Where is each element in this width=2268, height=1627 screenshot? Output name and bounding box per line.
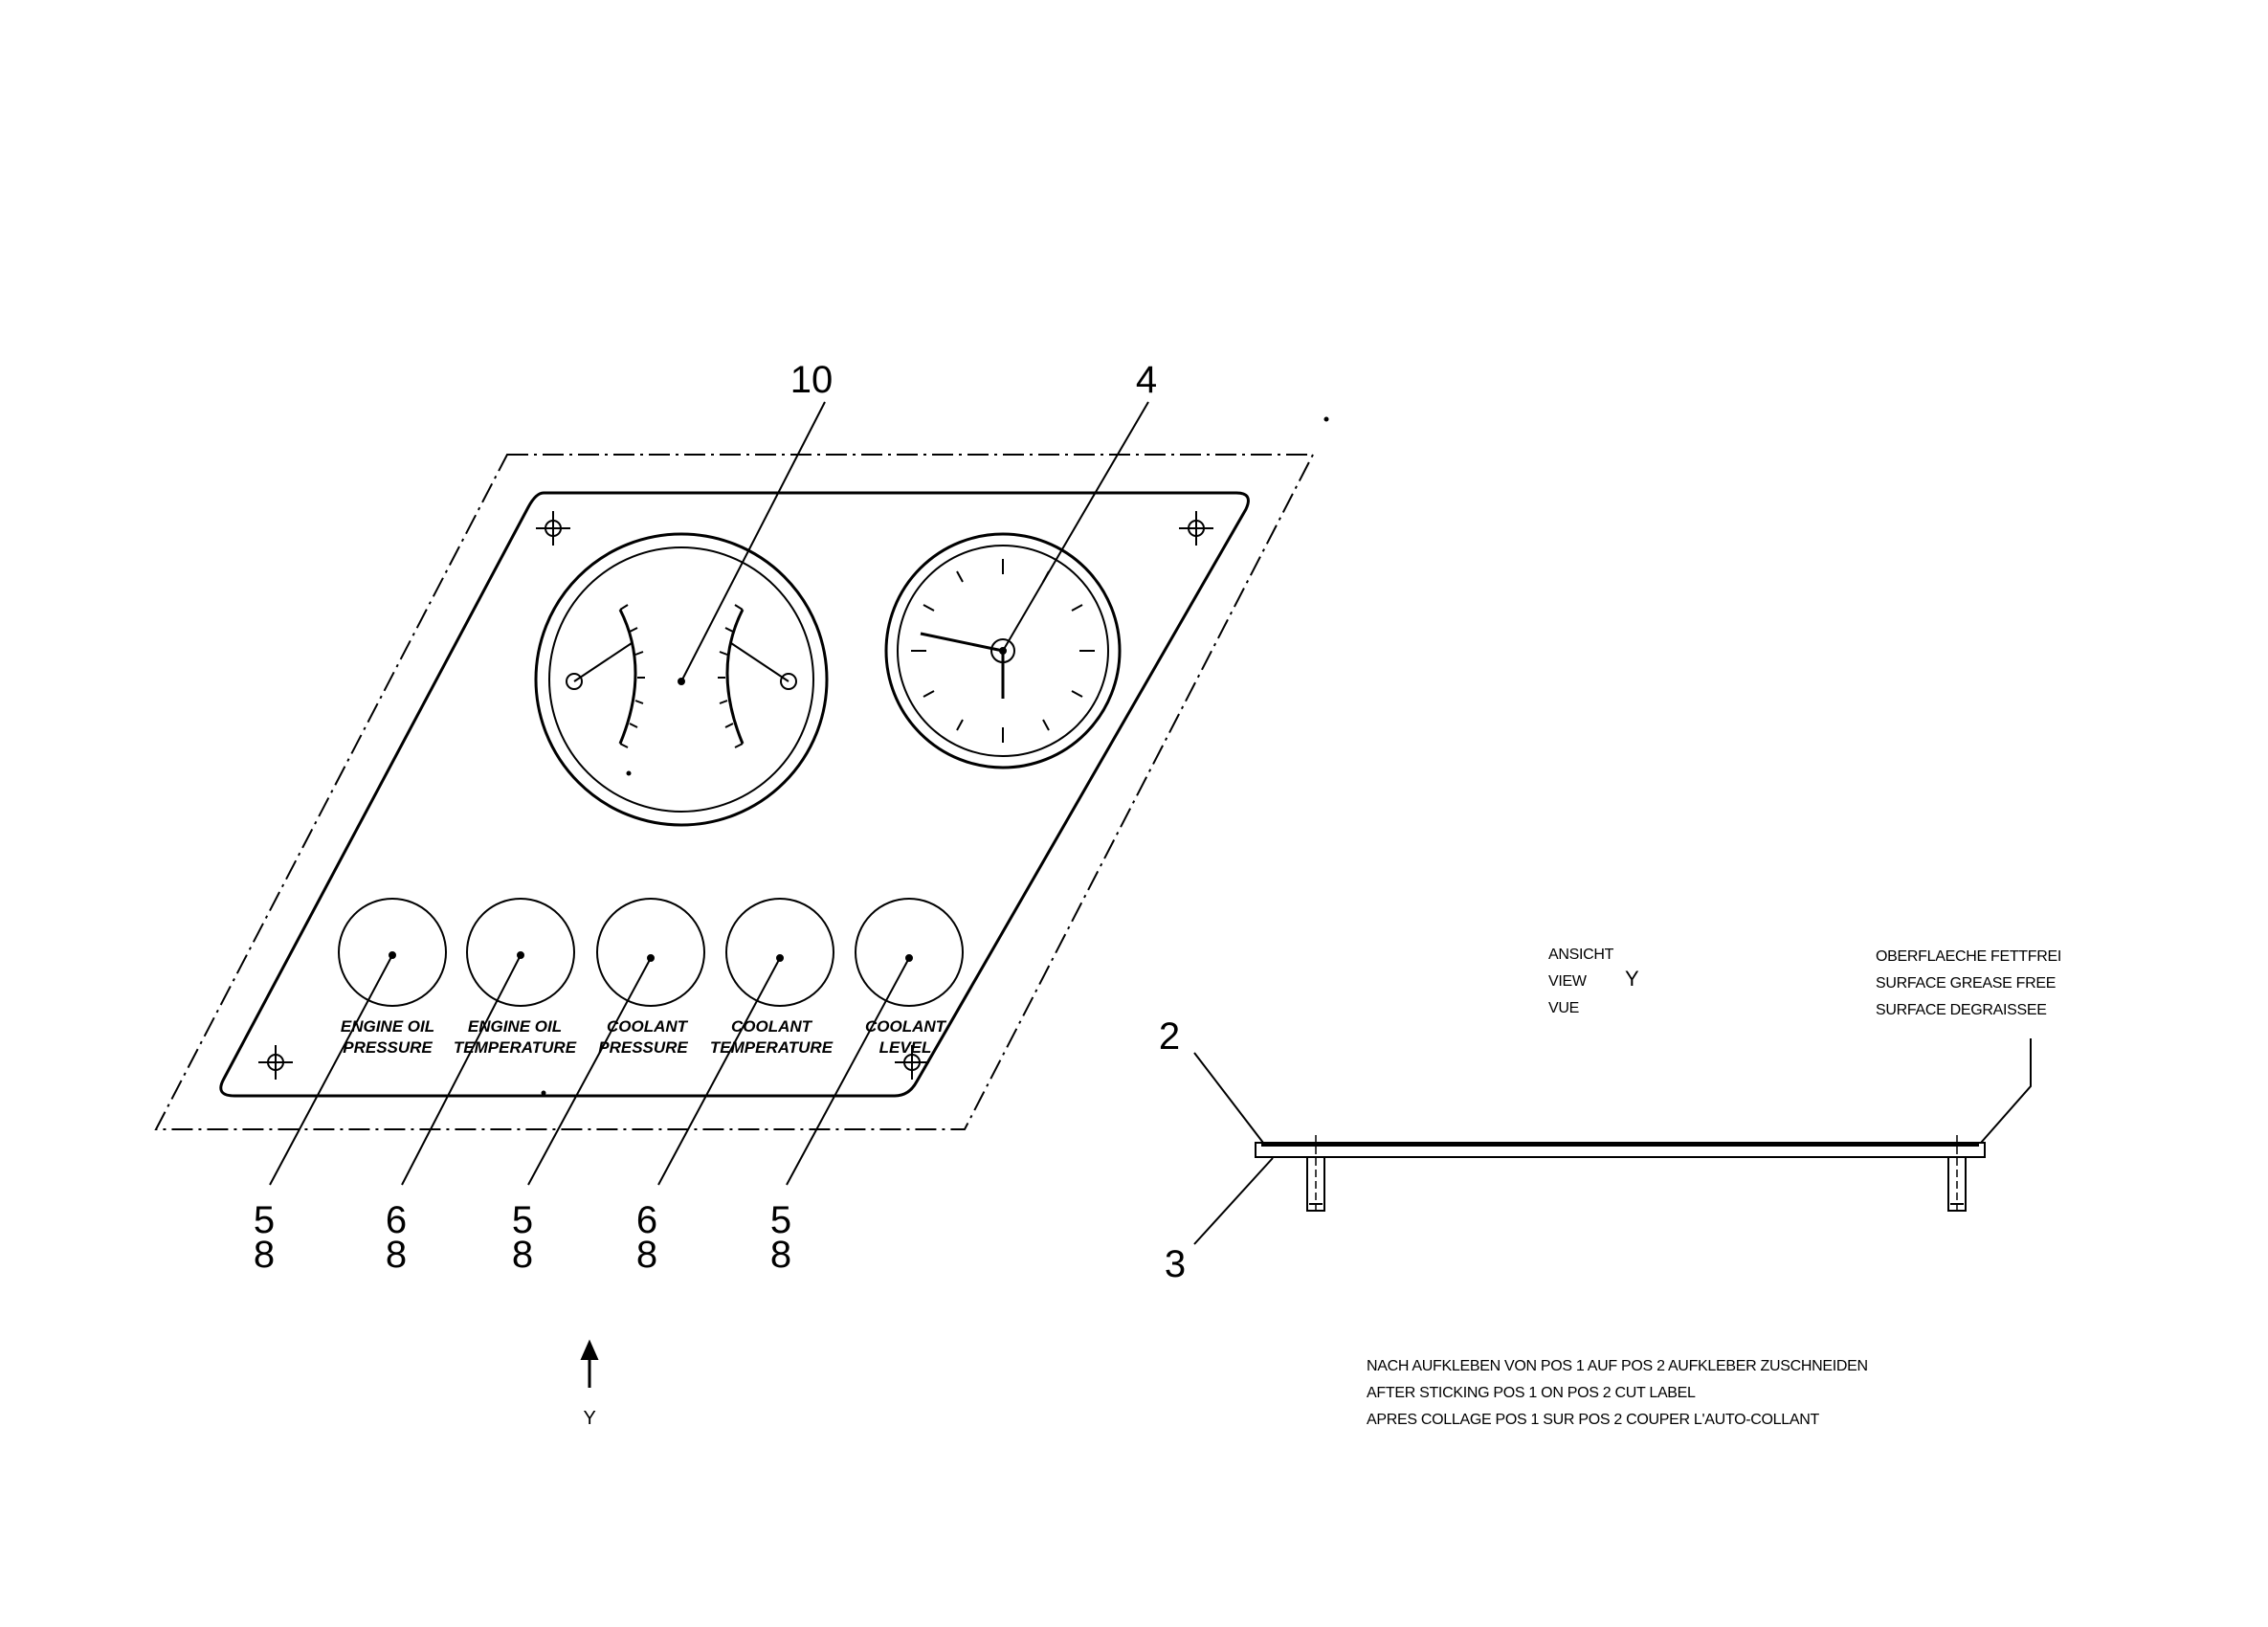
callout-gauge3-top: 5 bbox=[512, 1199, 533, 1241]
gauge-label-line1: ENGINE OIL bbox=[468, 1017, 562, 1036]
callout-gauge5-top: 5 bbox=[770, 1199, 791, 1241]
leader-line-gauge5 bbox=[786, 957, 910, 1186]
surface-note-de: OBERFLAECHE FETTFREI bbox=[1876, 948, 2061, 965]
gauge-label-line2: LEVEL bbox=[879, 1038, 932, 1057]
callout-gauge1-bottom: 8 bbox=[254, 1234, 275, 1276]
gauge-label-line2: TEMPERATURE bbox=[710, 1038, 834, 1057]
leader-line-10 bbox=[680, 401, 826, 682]
stray-dot bbox=[1323, 416, 1329, 422]
small-gauge-coolant-pressure bbox=[596, 898, 705, 1007]
small-gauge-engine-oil-temperature bbox=[466, 898, 575, 1007]
mounting-screw-icon bbox=[258, 1045, 293, 1080]
gauge-label-line1: COOLANT bbox=[607, 1017, 689, 1036]
small-gauge-coolant-level bbox=[855, 898, 964, 1007]
leader-line-gauge3 bbox=[527, 957, 652, 1186]
leader-line-4 bbox=[1002, 401, 1149, 652]
panel-outline-dashed bbox=[154, 454, 1315, 1130]
callout-4: 4 bbox=[1136, 359, 1157, 401]
small-gauge-coolant-temperature bbox=[725, 898, 834, 1007]
cut-note-en: AFTER STICKING POS 1 ON POS 2 CUT LABEL bbox=[1367, 1385, 1696, 1401]
callout-gauge1-top: 5 bbox=[254, 1199, 275, 1241]
callout-gauge4-top: 6 bbox=[636, 1199, 657, 1241]
callout-gauge4-bottom: 8 bbox=[636, 1234, 657, 1276]
surface-note-en: SURFACE GREASE FREE bbox=[1876, 975, 2056, 992]
leader-line-2 bbox=[1193, 1052, 1264, 1144]
callout-10: 10 bbox=[790, 359, 834, 401]
gauge-label-line2: PRESSURE bbox=[343, 1038, 433, 1057]
clock-dial bbox=[884, 532, 1122, 769]
leader-line-gauge1 bbox=[269, 954, 393, 1186]
mounting-screw-icon bbox=[1179, 511, 1213, 546]
surface-note-fr: SURFACE DEGRAISSEE bbox=[1876, 1002, 2047, 1018]
mounting-screw-icon bbox=[895, 1045, 929, 1080]
gauge-label-line1: COOLANT bbox=[865, 1017, 947, 1036]
panel-side-view bbox=[1255, 1135, 1986, 1214]
leader-line-surface bbox=[1980, 1038, 2032, 1144]
stray-dot bbox=[541, 1090, 546, 1096]
gauge-label-line2: TEMPERATURE bbox=[454, 1038, 577, 1057]
callout-2: 2 bbox=[1159, 1015, 1180, 1058]
callout-gauge3-bottom: 8 bbox=[512, 1234, 533, 1276]
view-label-fr: VUE bbox=[1548, 1000, 1579, 1016]
small-gauge-engine-oil-pressure bbox=[338, 898, 447, 1007]
view-arrow-label: Y bbox=[583, 1408, 595, 1429]
callout-gauge2-top: 6 bbox=[386, 1199, 407, 1241]
callout-3: 3 bbox=[1165, 1243, 1186, 1285]
gauge-label-line2: PRESSURE bbox=[598, 1038, 688, 1057]
mounting-screw-icon bbox=[536, 511, 570, 546]
leader-line-gauge4 bbox=[657, 957, 781, 1186]
view-label-letter: Y bbox=[1625, 967, 1639, 991]
leader-line-gauge2 bbox=[401, 954, 522, 1186]
view-label-de: ANSICHT bbox=[1548, 947, 1614, 963]
gauge-label-line1: COOLANT bbox=[731, 1017, 813, 1036]
cut-note-de: NACH AUFKLEBEN VON POS 1 AUF POS 2 AUFKL… bbox=[1367, 1358, 1868, 1374]
view-arrow-head-icon bbox=[580, 1339, 599, 1360]
leader-line-3 bbox=[1193, 1157, 1274, 1245]
gauge-label-line1: ENGINE OIL bbox=[341, 1017, 434, 1036]
view-label-en: VIEW bbox=[1548, 973, 1588, 990]
callout-gauge2-bottom: 8 bbox=[386, 1234, 407, 1276]
cut-note-fr: APRES COLLAGE POS 1 SUR POS 2 COUPER L'A… bbox=[1367, 1412, 1819, 1428]
panel-plate bbox=[219, 491, 1250, 1098]
callout-gauge5-bottom: 8 bbox=[770, 1234, 791, 1276]
